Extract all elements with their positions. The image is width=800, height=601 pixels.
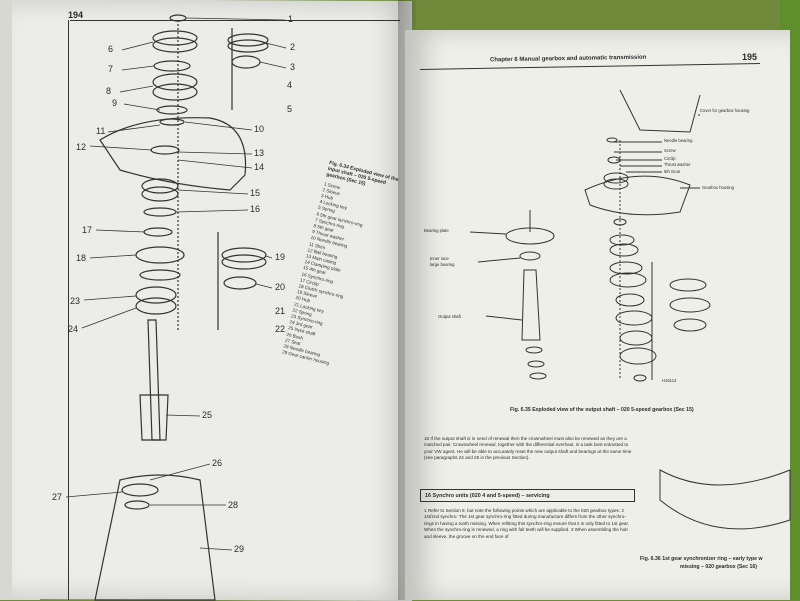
label-large-bearing: large bearing (430, 262, 455, 267)
label-screw: Screw (664, 148, 676, 153)
callout-10: 10 (254, 124, 265, 134)
callout-4: 4 (287, 80, 293, 90)
fig-6-36-caption-line2: missing – 020 gearbox (Sec 16) (680, 564, 757, 570)
callout-5: 5 (287, 104, 293, 114)
left-header-rule (70, 20, 400, 21)
label-thrust-washer: Thrust washer (664, 162, 691, 167)
paragraph-15: 15 If the output shaft is in need of ren… (424, 436, 632, 461)
callout-28: 28 (228, 500, 239, 510)
right-page-number: 195 (742, 52, 758, 62)
callout-20: 20 (275, 282, 286, 292)
callout-13: 13 (254, 148, 265, 158)
callout-21: 21 (275, 306, 286, 316)
section-16-body: 1 Refer to Section 9, but note the follo… (424, 508, 630, 539)
callout-25: 25 (202, 410, 213, 420)
callout-23: 23 (70, 296, 81, 306)
callout-22: 22 (275, 324, 286, 334)
callout-11: 11 (96, 126, 106, 136)
label-bearing-plate: Bearing plate (424, 228, 449, 233)
label-inner-race: Inner race (430, 256, 449, 261)
left-margin-rule (68, 20, 69, 600)
callout-2: 2 (290, 42, 296, 52)
callout-15: 15 (250, 188, 261, 198)
callout-29: 29 (234, 544, 245, 554)
left-page-number: 194 (68, 10, 84, 20)
fig-6-36-caption-line1: Fig. 6.36 1st gear synchronizer ring – e… (640, 556, 763, 562)
label-cover: Cover for gearbox housing (700, 108, 750, 113)
label-5th-gear: 5th Gear (664, 169, 681, 174)
callout-leader-lines (65, 17, 287, 551)
callout-14: 14 (254, 162, 265, 172)
callout-17: 17 (82, 225, 93, 235)
callout-18: 18 (76, 253, 87, 263)
callout-24: 24 (68, 324, 79, 334)
fig-6-35-caption: Fig. 6.35 Exploded view of the output sh… (510, 407, 694, 413)
callout-3: 3 (290, 62, 296, 72)
section-16-heading: 16 Synchro units (020 4 and 5-speed) – s… (420, 489, 635, 502)
callout-27: 27 (52, 492, 63, 502)
callout-19: 19 (275, 252, 286, 262)
callout-12: 12 (76, 142, 87, 152)
callout-26: 26 (212, 458, 223, 468)
right-page (405, 30, 790, 600)
callout-9: 9 (112, 98, 118, 108)
callout-16: 16 (250, 204, 261, 214)
callout-6: 6 (108, 44, 114, 54)
label-output-shaft: Output shaft (438, 314, 461, 319)
label-drawing-ref: H16113 (662, 378, 677, 383)
label-gearbox-housing: Gearbox housing (702, 185, 734, 190)
callout-7: 7 (108, 64, 114, 74)
callout-8: 8 (106, 86, 112, 96)
callout-1: 1 (288, 14, 294, 24)
label-circlip: Circlip (664, 156, 676, 161)
label-needle-bearing: Needle bearing (664, 138, 693, 143)
